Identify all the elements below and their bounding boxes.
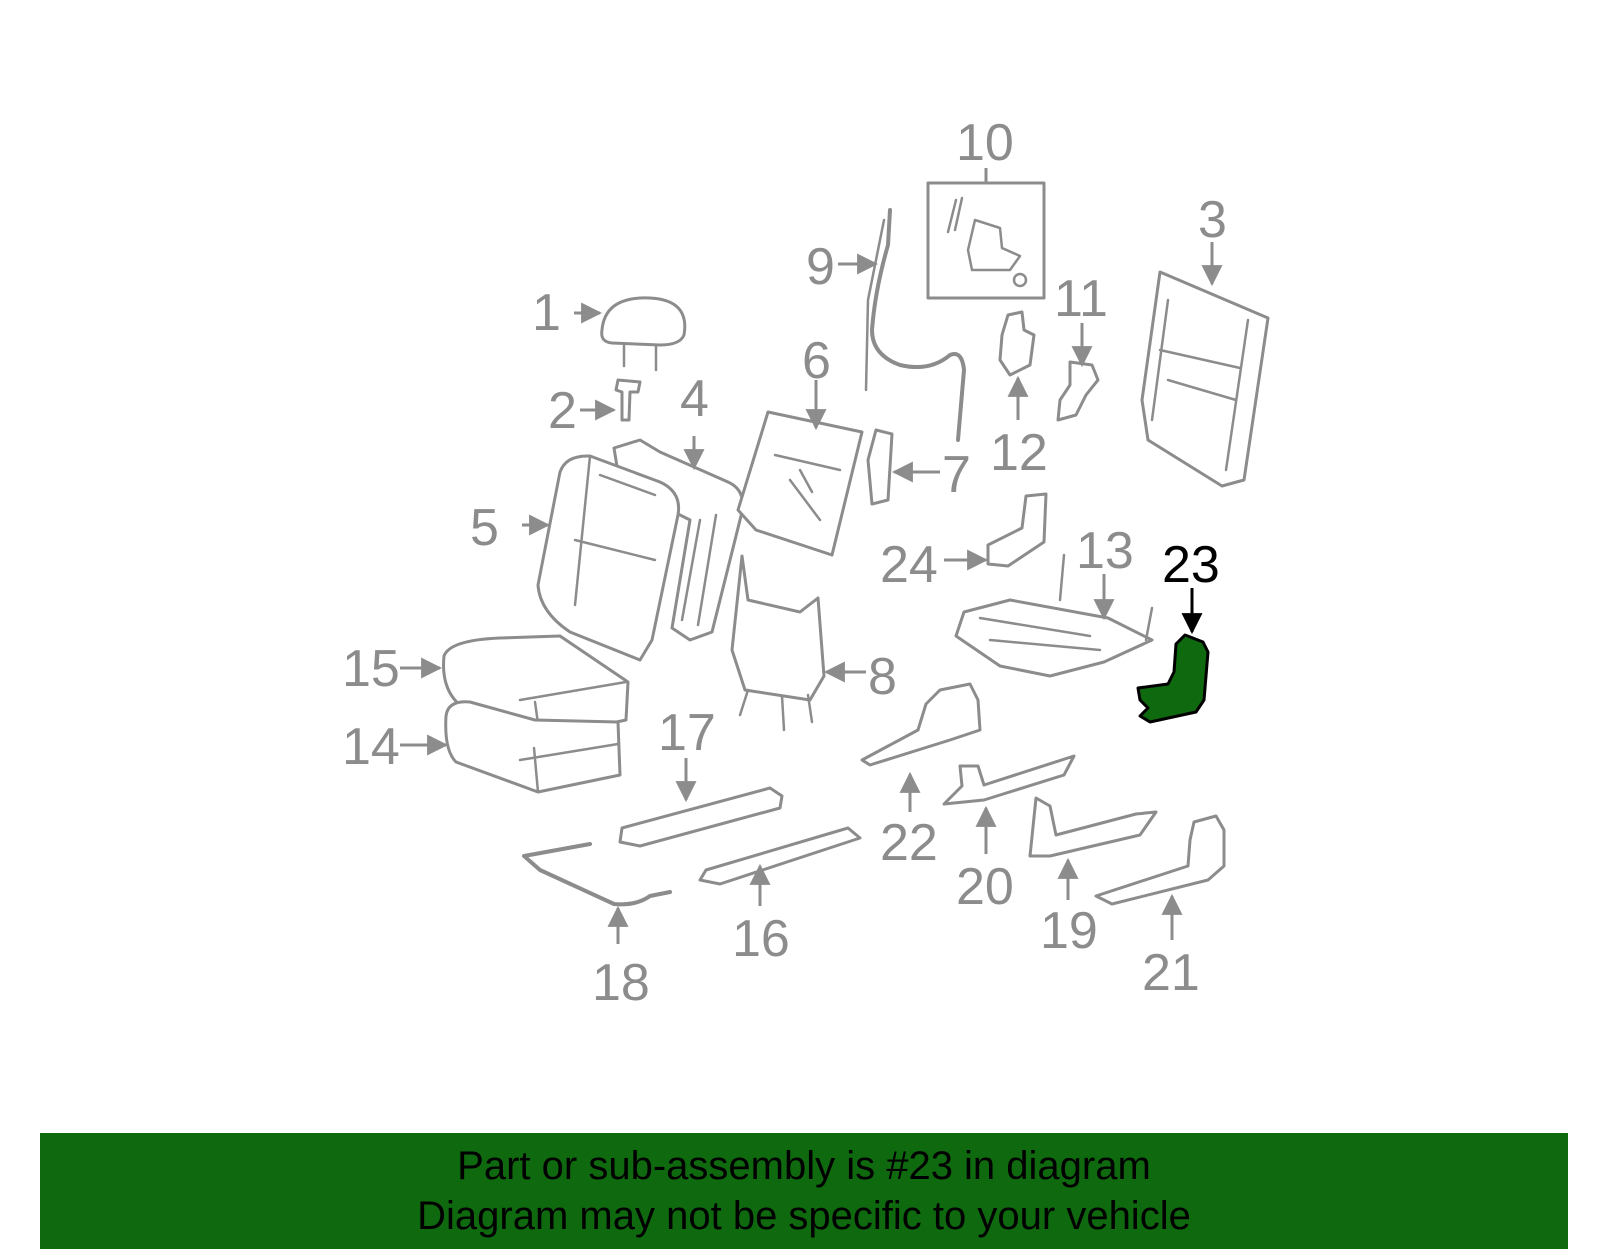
- info-banner: Part or sub-assembly is #23 in diagram D…: [40, 1133, 1568, 1249]
- part-8-back-frame[interactable]: [730, 554, 826, 732]
- part-9-wire[interactable]: [864, 208, 966, 442]
- callout-6: 6: [802, 332, 831, 390]
- part-23-highlighted[interactable]: [1136, 633, 1210, 724]
- callout-13: 13: [1076, 522, 1134, 580]
- leader-lines: [400, 168, 1223, 944]
- part-2-headrest-guide[interactable]: [614, 378, 642, 422]
- callout-17: 17: [658, 704, 716, 762]
- part-7-bracket[interactable]: [866, 428, 894, 506]
- part-24-cover[interactable]: [986, 492, 1048, 568]
- part-16-rail-cover[interactable]: [698, 826, 862, 886]
- callout-12: 12: [990, 424, 1048, 482]
- callout-22: 22: [880, 814, 938, 872]
- callout-24: 24: [880, 536, 938, 594]
- part-5-seatback-cover[interactable]: [536, 454, 681, 662]
- callout-2: 2: [548, 382, 577, 440]
- part-11-bracket[interactable]: [1056, 360, 1100, 422]
- part-1-headrest[interactable]: [600, 296, 687, 372]
- callout-5: 5: [470, 499, 499, 557]
- part-18-wire[interactable]: [522, 842, 672, 907]
- callout-3: 3: [1198, 191, 1227, 249]
- banner-line-2: Diagram may not be specific to your vehi…: [417, 1194, 1191, 1238]
- callout-18: 18: [592, 954, 650, 1012]
- callout-4: 4: [680, 370, 709, 428]
- callout-11: 11: [1054, 270, 1108, 328]
- callout-20: 20: [956, 858, 1014, 916]
- callout-8: 8: [868, 648, 897, 706]
- part-17-rail-cover[interactable]: [618, 786, 784, 848]
- part-21-track-cover[interactable]: [1094, 814, 1226, 906]
- callout-9: 9: [806, 238, 835, 296]
- callout-16: 16: [732, 910, 790, 968]
- part-3-back-panel[interactable]: [1140, 270, 1270, 488]
- part-6-back-board[interactable]: [736, 410, 864, 557]
- callout-7: 7: [942, 446, 971, 504]
- callout-15: 15: [342, 640, 400, 698]
- part-20-track-cover[interactable]: [942, 754, 1076, 806]
- callout-10: 10: [956, 114, 1014, 172]
- callout-19: 19: [1040, 902, 1098, 960]
- callout-23: 23: [1162, 536, 1220, 594]
- part-12-bracket[interactable]: [998, 310, 1036, 377]
- banner-line-1: Part or sub-assembly is #23 in diagram: [457, 1144, 1151, 1188]
- callout-1: 1: [532, 284, 561, 342]
- callout-14: 14: [342, 718, 400, 776]
- callout-21: 21: [1142, 944, 1200, 1002]
- callout-labels: 1 2 3 4 5 6 7 8 9 10 11 12 13 14 15 16 1…: [342, 114, 1227, 1012]
- part-10-kit-box[interactable]: [926, 181, 1046, 300]
- part-22-track-cover[interactable]: [860, 682, 982, 767]
- part-19-track-cover[interactable]: [1028, 796, 1158, 858]
